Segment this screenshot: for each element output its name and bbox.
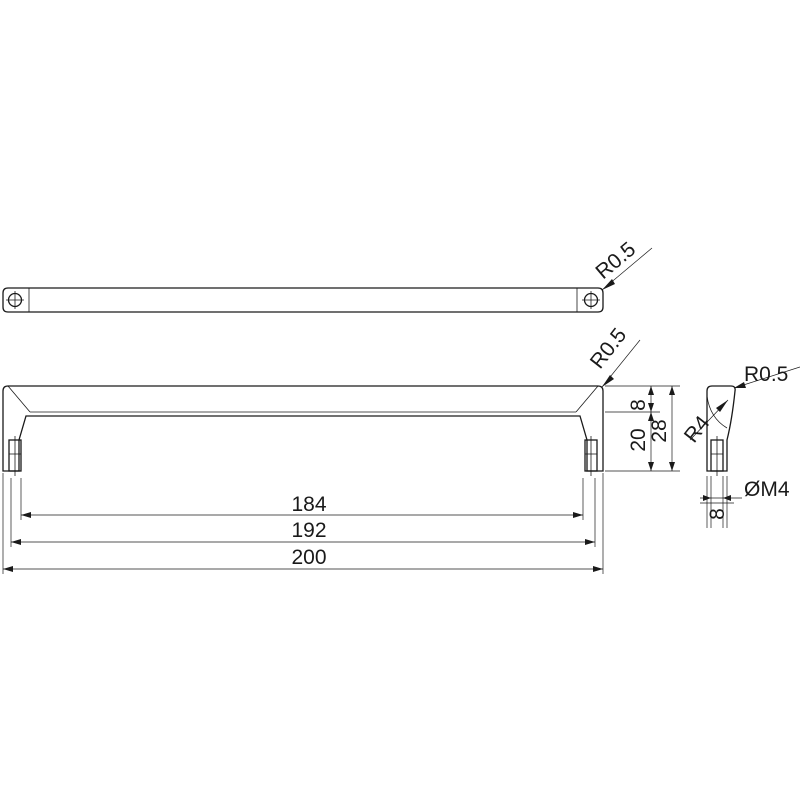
side-radius-label-outer: R0.5 [744,363,788,386]
dim-label-20: 20 [627,428,650,451]
dim-label-192: 192 [291,519,326,542]
dim-label-200: 200 [291,546,326,569]
top-view: R0.5 [2,238,653,313]
top-view-outline [2,287,604,313]
bevel-line-right [575,385,599,413]
dim-arrow [648,412,654,421]
dim-arrow [593,566,603,572]
side-radius-label-inner: R4 [680,412,715,448]
dim-arrow [21,512,31,518]
dim-arrow [648,462,654,471]
side-view: R0.5 R4 ØM4 8 [680,363,800,528]
dim-label-184: 184 [291,493,326,516]
dim-arrow [3,566,13,572]
side-radius-arrow [716,400,728,412]
dim-label-thickness: 8 [706,508,729,520]
handle-outline [2,385,604,472]
dim-arrow [669,386,675,395]
front-radius-arrow [602,375,614,387]
dim-arrow [11,539,21,545]
dim-arrow [669,462,675,471]
dim-arrow [573,512,583,518]
dim-arrow [648,386,654,395]
dim-arrow [585,539,595,545]
side-view-outline [706,385,736,472]
top-radius-arrow [602,279,615,290]
dim-arrow [648,403,654,412]
bevel-line-left [7,385,31,413]
dim-label-thread: ØM4 [744,478,790,501]
side-radius-leader-outer [733,366,800,389]
dim-label-8: 8 [627,399,650,411]
dim-label-28: 28 [648,419,671,442]
front-radius-label: R0.5 [586,324,631,373]
side-radius-arrow [734,382,746,388]
top-radius-label: R0.5 [591,238,640,284]
front-view: 184 192 200 8 20 28 R0.5 [2,324,680,574]
